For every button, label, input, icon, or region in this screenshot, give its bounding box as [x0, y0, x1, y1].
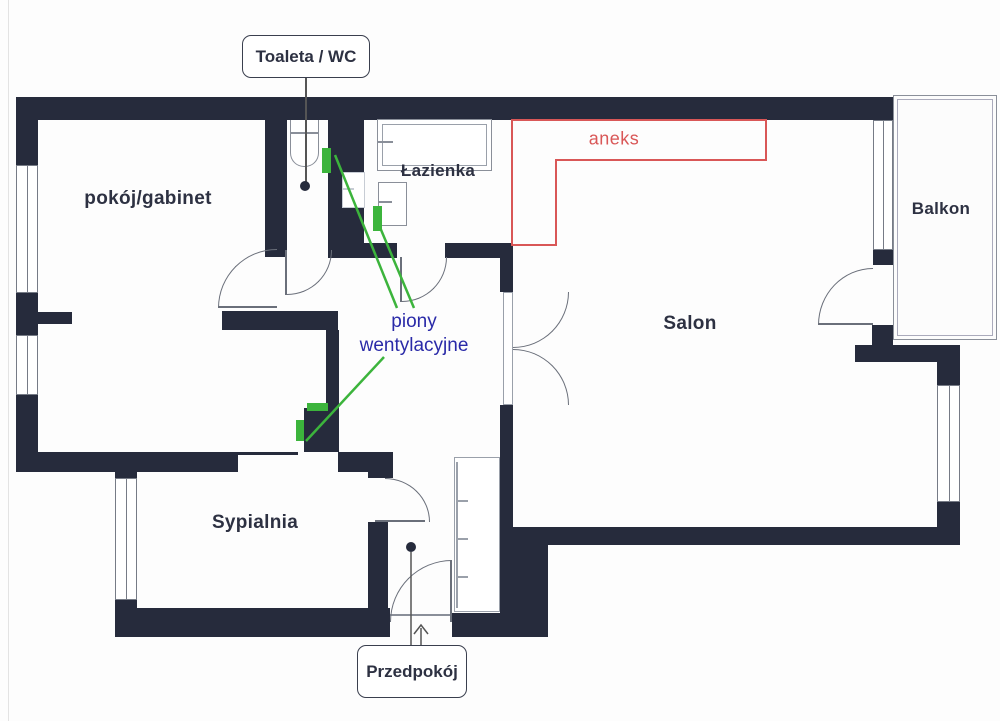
bathtub-tick	[377, 141, 393, 143]
wall	[115, 472, 137, 478]
room-label-salon: Salon	[663, 313, 717, 334]
door-leaf-wc	[285, 250, 287, 295]
wall	[265, 120, 287, 257]
wall	[500, 243, 513, 292]
wall	[16, 97, 893, 120]
washbasin-tick	[378, 201, 392, 203]
balcony-inner-line	[897, 99, 993, 336]
wall	[115, 608, 390, 637]
door-leaf-bathroom	[400, 257, 402, 302]
entry-arrow-head-icon	[413, 623, 429, 635]
window-center-line	[126, 479, 127, 599]
door-leaf-balcony	[818, 323, 873, 325]
wardrobe-tick	[456, 576, 468, 578]
vent-riser-marker	[322, 148, 331, 173]
room-label-bedroom: Sypialnia	[211, 512, 299, 533]
window-center-line	[27, 336, 28, 394]
room-label-office: pokój/gabinet	[84, 188, 212, 209]
entry-door-dot	[406, 542, 416, 552]
callout-hallway: Przedpokój	[357, 645, 467, 698]
wardrobe-tick	[456, 538, 468, 540]
opening-lintel-line	[238, 452, 298, 455]
balcony-outline	[893, 95, 997, 340]
callout-toilet-label: Toaleta / WC	[255, 46, 357, 66]
window	[16, 335, 38, 395]
callout-hallway-label: Przedpokój	[366, 661, 458, 681]
wall	[937, 362, 960, 385]
niche-sink-tick	[342, 188, 354, 190]
door-arc-balcony	[818, 268, 873, 325]
room-label-balcony: Balkon	[911, 199, 971, 218]
wall	[368, 452, 393, 478]
wall	[445, 243, 503, 258]
vent-label: piony wentylacyjne	[360, 310, 469, 358]
page-edge-line	[8, 0, 9, 721]
vent-riser-marker	[373, 206, 382, 231]
callout-toilet: Toaleta / WC	[242, 35, 370, 78]
wall	[16, 293, 38, 335]
door-leaf-entry	[450, 560, 452, 622]
wall	[364, 243, 397, 258]
wall	[855, 345, 960, 362]
room-label-bathroom: Łazienka	[400, 161, 476, 180]
door-arc-wc	[287, 250, 332, 295]
wardrobe	[454, 457, 500, 612]
wall-stub	[38, 312, 72, 324]
double-door-arc-top	[513, 292, 569, 348]
niche-sink	[342, 172, 365, 208]
window	[16, 165, 38, 293]
door-leaf-bedroom	[375, 520, 425, 522]
wall	[500, 405, 513, 613]
door-arc-bedroom	[385, 478, 430, 522]
wall	[513, 527, 548, 637]
wall	[16, 452, 137, 472]
double-door-arc-bottom	[513, 349, 569, 405]
wardrobe-front-line	[456, 462, 458, 608]
window-center-line	[948, 386, 950, 501]
wall	[368, 522, 388, 608]
wall	[16, 97, 38, 165]
window	[937, 385, 960, 502]
toilet-leader-line	[305, 78, 307, 184]
vent-label-line1: piony	[391, 311, 437, 332]
wall	[115, 452, 238, 472]
door-leaf-office	[218, 306, 277, 308]
vent-shaft-wall	[304, 408, 338, 452]
wall	[872, 325, 893, 347]
door-arc-entry	[390, 560, 452, 622]
window-center-line	[27, 166, 28, 292]
window-sill-block	[873, 250, 893, 265]
washbasin	[378, 182, 407, 226]
annex-label: aneks	[588, 128, 640, 149]
wardrobe-tick	[456, 500, 468, 502]
double-door-threshold	[503, 292, 513, 405]
wall	[548, 527, 958, 545]
vent-riser-marker	[307, 403, 328, 411]
window	[115, 478, 137, 600]
window-center-line	[883, 121, 884, 249]
vent-label-line2: wentylacyjne	[359, 335, 469, 356]
toilet-callout-dot	[300, 181, 310, 191]
toilet-fixture	[290, 120, 319, 167]
bathtub-inner-line	[382, 124, 487, 166]
vent-riser-marker	[296, 420, 304, 441]
wall	[222, 311, 338, 330]
wall	[338, 452, 368, 472]
balcony-window	[873, 120, 893, 250]
door-arc-bathroom	[402, 257, 447, 302]
toilet-line	[291, 132, 318, 134]
wall	[937, 502, 960, 545]
door-arc-office	[218, 249, 277, 308]
wall	[452, 613, 513, 637]
